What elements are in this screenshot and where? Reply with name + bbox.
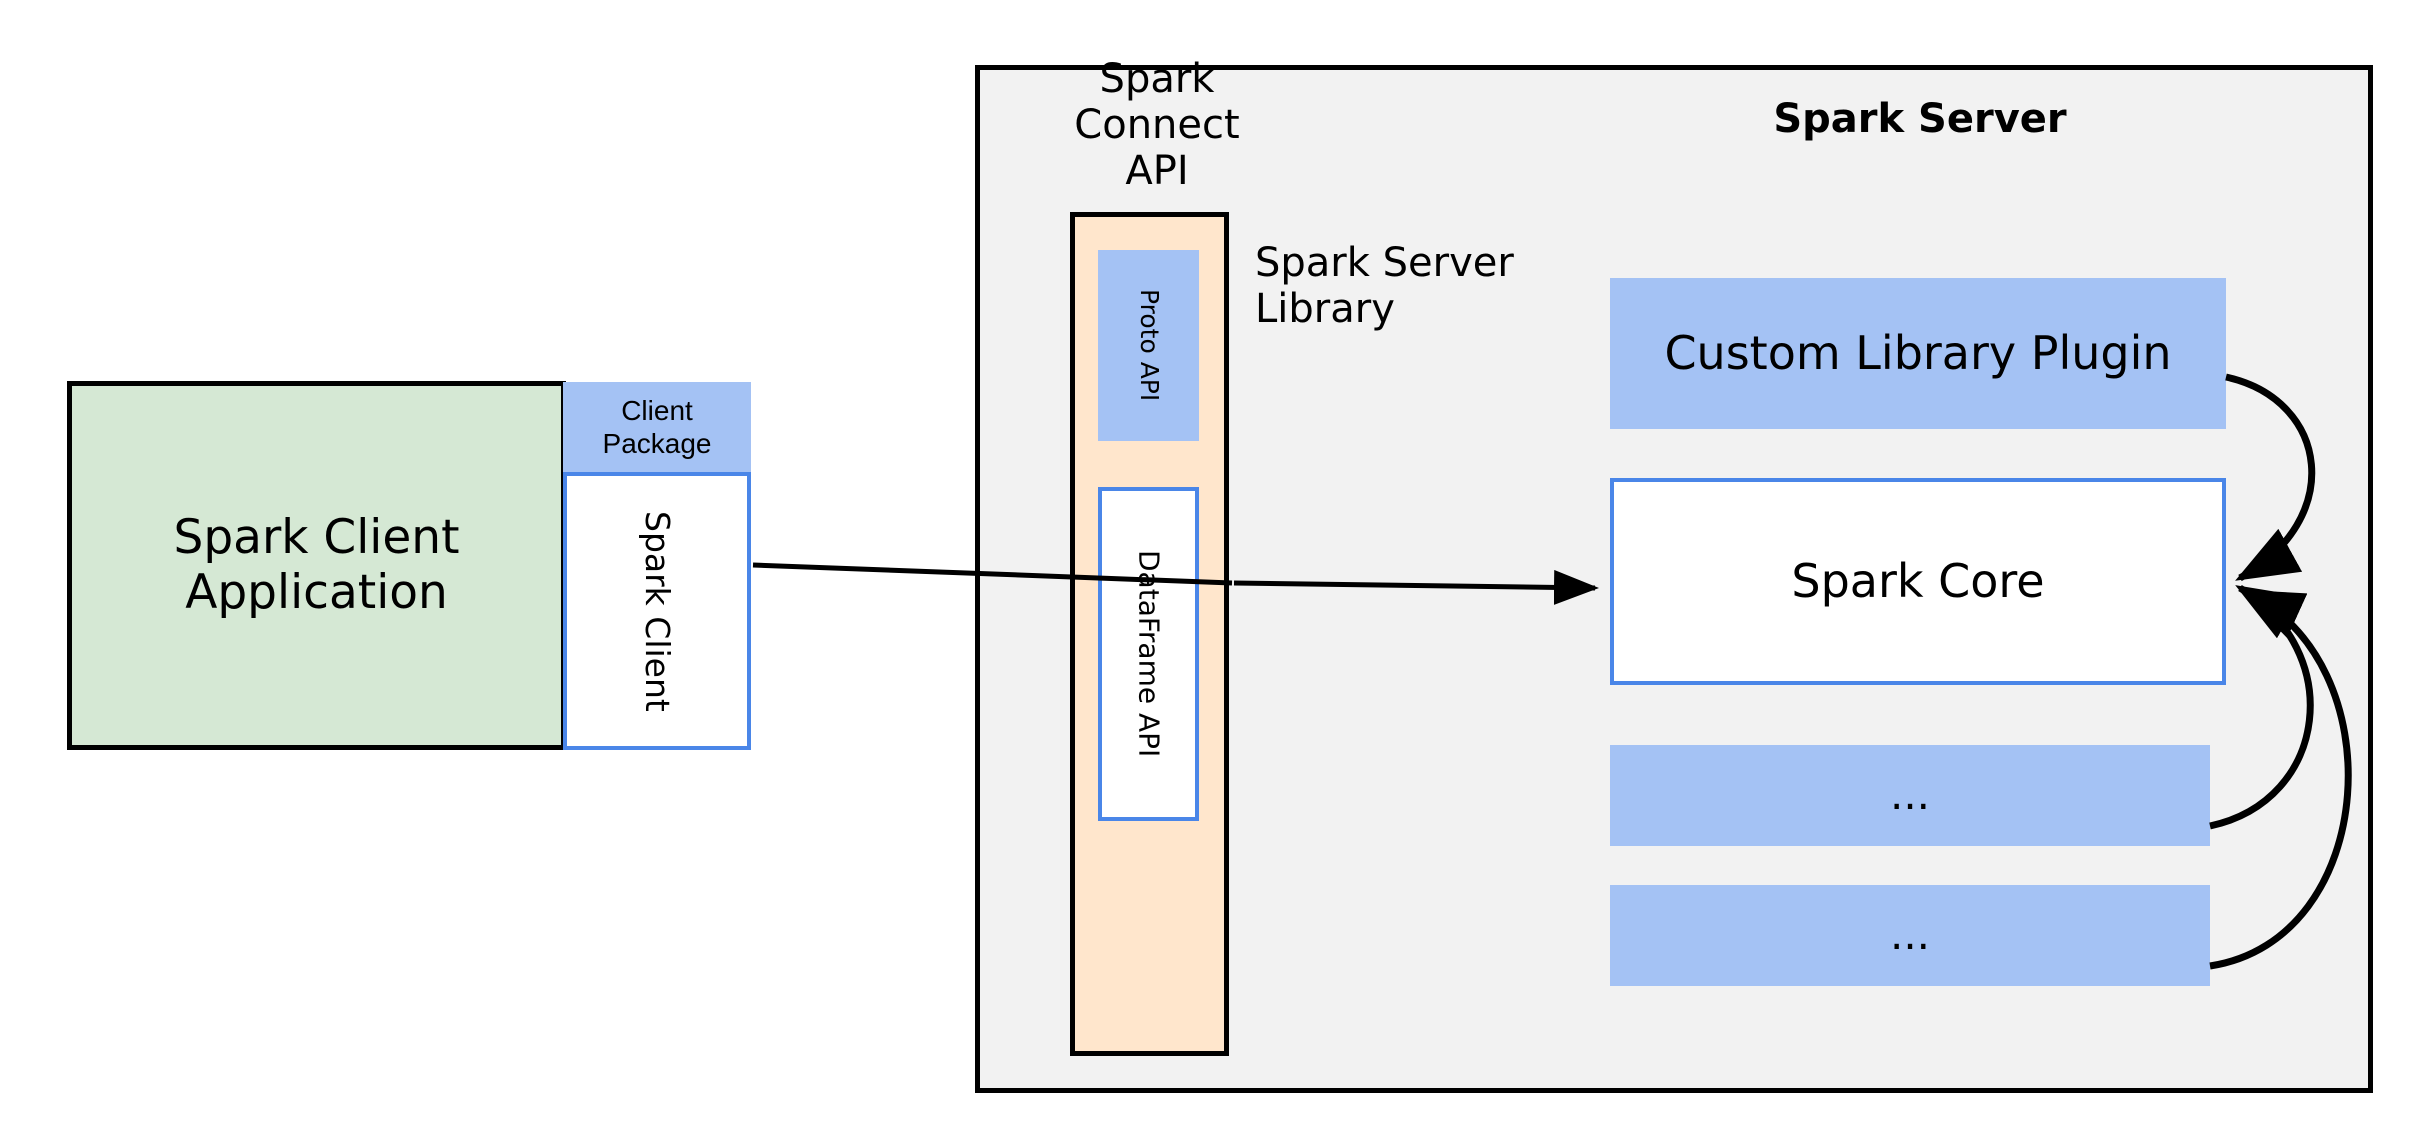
spark-client-box: Spark Client — [563, 472, 751, 750]
spark-server-title: Spark Server — [1773, 96, 2067, 142]
dataframe-api-box: DataFrame API — [1098, 487, 1199, 821]
spark-server-library-label-line2: Library — [1255, 286, 1395, 332]
spark-connect-api-label-line1: Spark Connect — [1074, 56, 1240, 148]
spark-server-library-label: Spark Server Library — [1255, 240, 1585, 350]
spark-client-application-line2: Application — [185, 564, 448, 620]
spark-client-application-line1: Spark Client — [173, 510, 460, 566]
proto-api-label: Proto API — [1134, 289, 1164, 402]
ellipsis-box-1: ... — [1610, 745, 2210, 846]
ellipsis-box-2: ... — [1610, 885, 2210, 986]
spark-core-box: Spark Core — [1610, 478, 2226, 685]
client-package-box: Client Package — [563, 382, 751, 473]
custom-library-plugin-box: Custom Library Plugin — [1610, 278, 2226, 429]
proto-api-box: Proto API — [1098, 250, 1199, 441]
spark-client-application-box: Spark Client Application — [67, 381, 566, 750]
spark-connect-api-label-line2: API — [1125, 148, 1189, 194]
dataframe-api-label: DataFrame API — [1132, 550, 1166, 758]
client-package-line2: Package — [602, 427, 712, 459]
spark-client-label: Spark Client — [637, 510, 677, 712]
spark-server-library-label-line1: Spark Server — [1255, 240, 1514, 286]
client-package-line1: Client — [621, 395, 693, 427]
spark-connect-api-label: Spark Connect API — [1012, 56, 1302, 194]
